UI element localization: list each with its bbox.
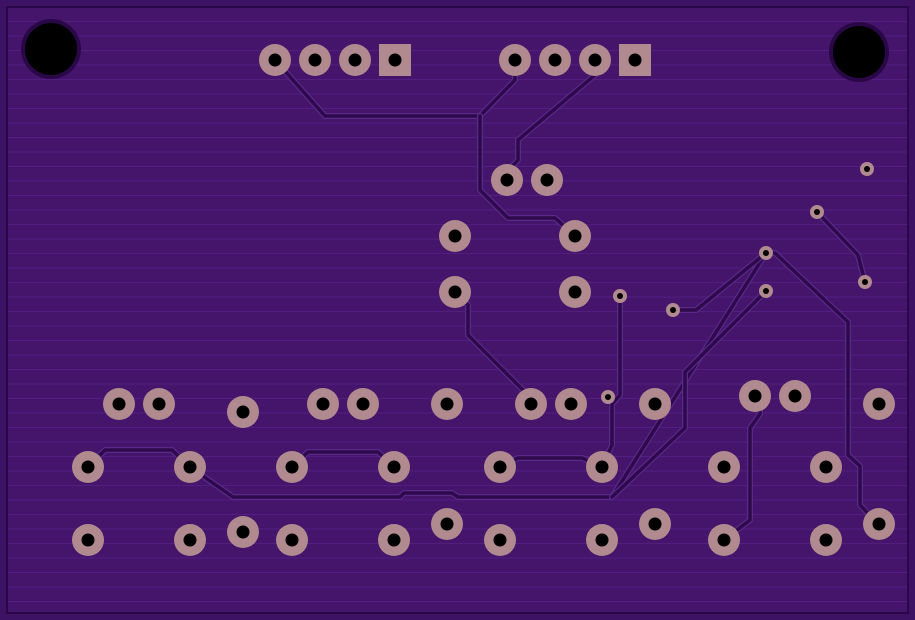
pad-hole-12 bbox=[112, 397, 126, 411]
pad-hole-4 bbox=[548, 53, 562, 67]
pad-hole-0 bbox=[268, 53, 282, 67]
pad-hole-18 bbox=[524, 397, 538, 411]
pad-hole-13 bbox=[152, 397, 166, 411]
pad-hole-5 bbox=[588, 53, 602, 67]
pad-hole-17 bbox=[440, 397, 454, 411]
trace-7 bbox=[600, 294, 622, 469]
pad-hole-10 bbox=[448, 285, 462, 299]
pad-hole-25 bbox=[183, 460, 197, 474]
pad-hole-31 bbox=[819, 460, 833, 474]
via-hole-1 bbox=[814, 209, 820, 215]
vias bbox=[601, 162, 874, 404]
pad-hole-22 bbox=[788, 389, 802, 403]
pad-hole-40 bbox=[648, 517, 662, 531]
pad-hole-28 bbox=[493, 460, 507, 474]
pad-hole-37 bbox=[440, 517, 454, 531]
pad-hole-38 bbox=[493, 533, 507, 547]
pad-hole-27 bbox=[387, 460, 401, 474]
pad-hole-7 bbox=[540, 173, 554, 187]
trace-2 bbox=[478, 114, 577, 238]
via-hole-4 bbox=[763, 288, 769, 294]
pad-hole-9 bbox=[568, 229, 582, 243]
trace-11 bbox=[815, 210, 867, 284]
pad-hole-21 bbox=[748, 389, 762, 403]
pad-hole-19 bbox=[564, 397, 578, 411]
pad-hole-23 bbox=[872, 397, 886, 411]
trace-9 bbox=[610, 289, 768, 499]
square-pad-hole-0 bbox=[388, 53, 402, 67]
pad-hole-35 bbox=[285, 533, 299, 547]
pad-hole-11 bbox=[568, 285, 582, 299]
pad-hole-34 bbox=[236, 525, 250, 539]
pad-hole-24 bbox=[81, 460, 95, 474]
pad-hole-32 bbox=[81, 533, 95, 547]
trace-8 bbox=[671, 251, 768, 312]
pad-hole-20 bbox=[648, 397, 662, 411]
pad-hole-14 bbox=[236, 405, 250, 419]
trace-4 bbox=[86, 251, 768, 499]
mounting-holes bbox=[21, 19, 889, 82]
pad-hole-8 bbox=[448, 229, 462, 243]
pad-hole-6 bbox=[500, 173, 514, 187]
pad-hole-15 bbox=[316, 397, 330, 411]
trace-10 bbox=[764, 251, 880, 526]
pad-hole-42 bbox=[819, 533, 833, 547]
pad-hole-36 bbox=[387, 533, 401, 547]
via-hole-5 bbox=[617, 293, 623, 299]
pad-hole-33 bbox=[183, 533, 197, 547]
via-hole-0 bbox=[864, 166, 870, 172]
via-hole-6 bbox=[670, 307, 676, 313]
mounting-hole-0 bbox=[25, 23, 77, 75]
pad-hole-30 bbox=[717, 460, 731, 474]
pad-hole-41 bbox=[717, 533, 731, 547]
mounting-hole-1 bbox=[833, 26, 885, 78]
via-hole-7 bbox=[605, 394, 611, 400]
pads bbox=[72, 44, 895, 556]
pad-hole-3 bbox=[508, 53, 522, 67]
hatch-pattern bbox=[8, 8, 907, 612]
pad-hole-1 bbox=[308, 53, 322, 67]
pad-hole-29 bbox=[595, 460, 609, 474]
pad-hole-43 bbox=[872, 517, 886, 531]
pad-hole-39 bbox=[595, 533, 609, 547]
pad-hole-2 bbox=[348, 53, 362, 67]
via-hole-2 bbox=[763, 250, 769, 256]
pad-hole-26 bbox=[285, 460, 299, 474]
pad-hole-16 bbox=[356, 397, 370, 411]
square-pad-hole-1 bbox=[628, 53, 642, 67]
via-hole-3 bbox=[862, 279, 868, 285]
